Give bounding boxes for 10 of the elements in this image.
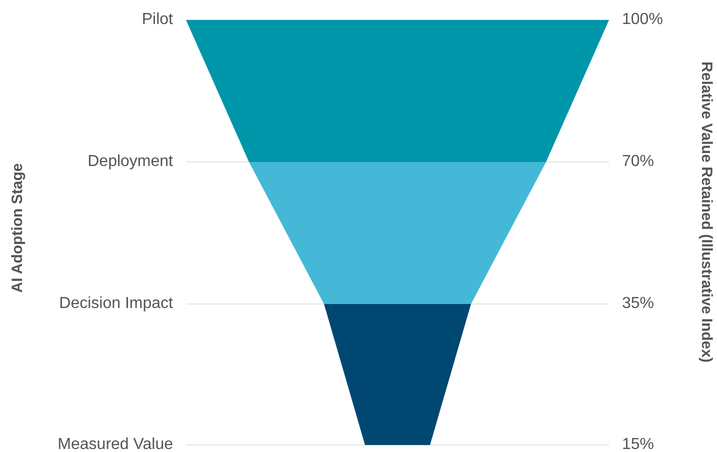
axis-title: AI Adoption Stage — [9, 163, 27, 293]
stage-label: Pilot — [142, 10, 173, 30]
value-label: 15% — [622, 435, 654, 452]
axis-title: Relative Value Retained (Illustrative Index) — [697, 62, 715, 362]
value-label: 35% — [622, 294, 654, 314]
value-label: 100% — [622, 10, 663, 30]
stage-label: Measured Value — [58, 435, 173, 452]
value-label: 70% — [622, 152, 654, 172]
stage-label: Decision Impact — [59, 294, 173, 314]
stage-label: Deployment — [88, 152, 173, 172]
